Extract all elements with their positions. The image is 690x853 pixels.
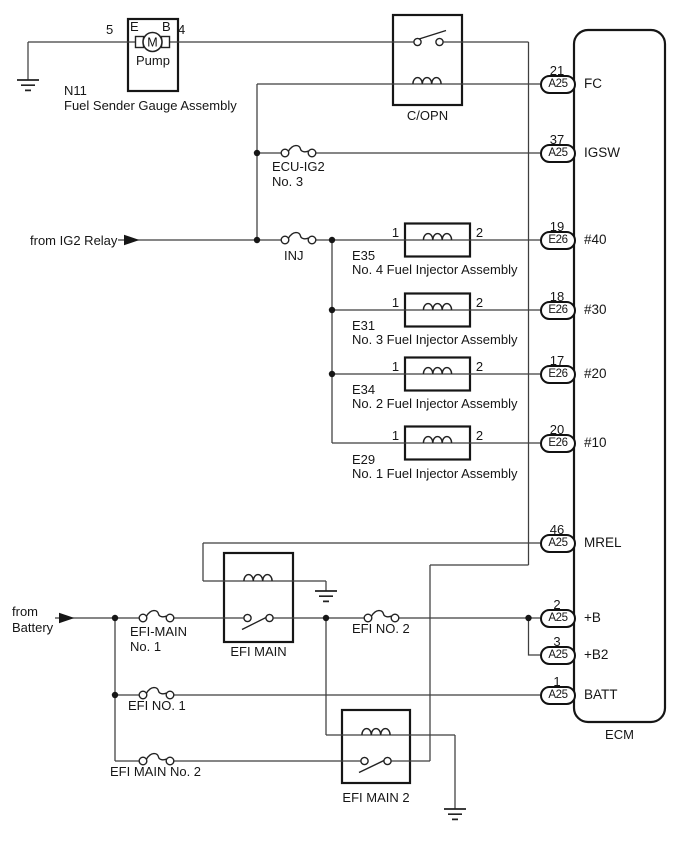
pin-number: 3	[553, 634, 561, 649]
efi-main2-switch	[358, 756, 392, 774]
pump-motor: M	[134, 31, 171, 53]
pin-label: MREL	[584, 535, 622, 550]
fuse-efi-main-no1-label: EFI-MAIN	[130, 624, 188, 639]
injector3-code: E31	[352, 318, 376, 333]
pin-number: 21	[549, 63, 565, 78]
injector4-pin1: 1	[391, 225, 400, 240]
pin-label: #20	[584, 366, 607, 381]
injector4-pin2: 2	[475, 225, 484, 240]
connector-oval: E26	[540, 230, 576, 250]
connector-oval: A25	[540, 533, 576, 553]
connector-oval: E26	[540, 433, 576, 453]
pin-label: #10	[584, 435, 607, 450]
fuse-inj	[280, 231, 317, 245]
injector4-name: No. 4 Fuel Injector Assembly	[352, 262, 518, 277]
motor-symbol: M	[147, 36, 157, 50]
connector-oval: A25	[540, 74, 576, 94]
pin-number: 18	[549, 289, 565, 304]
pin-label: +B	[584, 610, 601, 625]
copn-switch	[413, 29, 447, 47]
pin-label: BATT	[584, 687, 618, 702]
copn-relay-box	[391, 13, 464, 107]
efi-main-relay-label: EFI MAIN	[230, 644, 287, 659]
pin-number: 19	[549, 219, 565, 234]
injector4-code: E35	[352, 248, 376, 263]
injector2-pin2: 2	[475, 359, 484, 374]
ecm-label: ECM	[605, 727, 634, 742]
fuse-efi-no1-label: EFI NO. 1	[128, 698, 186, 713]
copn-relay-label: C/OPN	[406, 108, 449, 123]
fuse-inj-label: INJ	[284, 248, 304, 263]
injector3-pin1: 1	[391, 295, 400, 310]
fuse-efi-main-no2-label: EFI MAIN No. 2	[110, 764, 202, 779]
source-ig2-relay: from IG2 Relay	[30, 233, 118, 248]
efi-main2-relay-label: EFI MAIN 2	[342, 790, 410, 805]
pin-label: #40	[584, 232, 607, 247]
fuse-ecu-ig2-label2: No. 3	[272, 174, 304, 189]
injector1-pin2: 2	[475, 428, 484, 443]
injector3-name: No. 3 Fuel Injector Assembly	[352, 332, 518, 347]
pin-label: IGSW	[584, 145, 620, 160]
source-battery-line2: Battery	[12, 620, 54, 635]
junction-dots	[111, 149, 532, 699]
pump-box	[126, 17, 180, 93]
injector2-name: No. 2 Fuel Injector Assembly	[352, 396, 518, 411]
injector1-name: No. 1 Fuel Injector Assembly	[352, 466, 518, 481]
wires	[27, 41, 540, 809]
connector-oval: A25	[540, 143, 576, 163]
fuse-efi-no2-label: EFI NO. 2	[352, 621, 410, 636]
pump-name: Fuel Sender Gauge Assembly	[64, 98, 237, 113]
battery-arrow-icon	[59, 612, 75, 624]
pin-number: 46	[549, 522, 565, 537]
fuse-efi-main-no1-label2: No. 1	[130, 639, 162, 654]
injector1-code: E29	[352, 452, 376, 467]
pump-terminal-e: E	[130, 19, 139, 34]
connector-oval: E26	[540, 364, 576, 384]
pump-label: Pump	[136, 53, 170, 68]
ig2-relay-arrow-icon	[124, 234, 140, 246]
pump-id: N11	[64, 83, 87, 98]
connector-oval: A25	[540, 645, 576, 665]
source-battery-line1: from	[12, 604, 38, 619]
fuse-ecu-ig2	[280, 144, 317, 158]
injector1-pin1: 1	[391, 428, 400, 443]
pin-label: +B2	[584, 647, 609, 662]
pin-number: 37	[549, 132, 565, 147]
pin-number: 20	[549, 422, 565, 437]
pin-number: 17	[549, 353, 565, 368]
pin-number: 2	[553, 597, 561, 612]
injector2-code: E34	[352, 382, 376, 397]
efi-main2-relay-box	[340, 708, 412, 785]
efi-main-relay-box	[222, 551, 295, 644]
pin-label: #30	[584, 302, 607, 317]
pump-terminal-b: B	[162, 19, 171, 34]
efi-main-switch	[241, 613, 274, 631]
fuse-ecu-ig2-label: ECU-IG2	[272, 159, 325, 174]
injector3-pin2: 2	[475, 295, 484, 310]
ground-efi-main-icon	[314, 590, 338, 603]
connector-oval: A25	[540, 608, 576, 628]
ground-efi-main2-icon	[443, 808, 467, 821]
fuse-efi-main-no1	[138, 609, 175, 623]
pump-pin-5: 5	[106, 22, 114, 37]
ground-pump-icon	[16, 79, 40, 92]
pump-pin-4: 4	[178, 22, 186, 37]
connector-oval: E26	[540, 300, 576, 320]
pin-number: 1	[553, 674, 561, 689]
connector-oval: A25	[540, 685, 576, 705]
injector2-pin1: 1	[391, 359, 400, 374]
pin-label: FC	[584, 76, 602, 91]
